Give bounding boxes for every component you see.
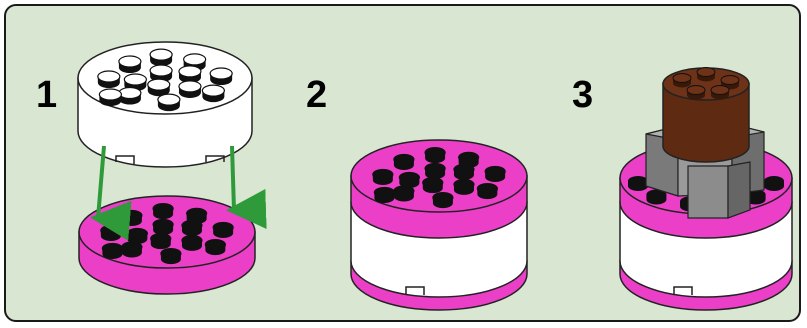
step1-magenta-plate: [79, 196, 255, 294]
step1-brick-stud-8: [119, 88, 141, 105]
step1-plate-stud-7: [182, 220, 202, 236]
step3-plate-stud-5: [764, 176, 784, 191]
step1-plate-stud-12: [161, 249, 181, 265]
instruction-panel: 1 2 3: [4, 4, 801, 322]
step1-brick-stud-1: [119, 56, 141, 73]
step2-plate-stud-4: [485, 167, 505, 183]
step1-plate-stud-9: [151, 234, 171, 250]
step1-brick-stud-10: [179, 81, 201, 98]
step2-plate-stud-1: [394, 155, 414, 171]
step2-plate-stud-13: [374, 188, 394, 204]
step2-plate-stud-12: [433, 193, 453, 209]
step1-brick-stud-12: [158, 94, 180, 111]
step2-assembly: [351, 140, 527, 310]
step2-plate-stud-8: [394, 186, 414, 202]
step2-plate-stud-2: [425, 148, 445, 164]
step1-plate-stud-10: [182, 235, 202, 251]
step1-brick-stud-13: [99, 89, 121, 106]
step1-plate-stud-6: [153, 220, 173, 236]
brown-round-brick: [663, 68, 749, 163]
step1-plate-stud-11: [205, 240, 225, 256]
green-arrow-right: [232, 146, 234, 210]
step2-plate-stud-9: [423, 178, 443, 194]
step2-plate-stud-11: [477, 184, 497, 200]
step1-plate-stud-1: [122, 211, 142, 226]
step1-brick-stud-4: [210, 68, 232, 85]
brown-brick-stud-3: [687, 86, 705, 100]
step1-brick-stud-0: [98, 71, 120, 88]
step2-plate-stud-7: [454, 164, 474, 180]
step1-plate-stud-0: [101, 226, 121, 242]
brown-brick-stud-1: [697, 68, 715, 82]
step1-brick-stud-11: [202, 85, 224, 102]
step1-plate-stud-4: [213, 223, 233, 239]
step1-plate-stud-8: [122, 242, 142, 257]
brown-brick-stud-4: [711, 86, 729, 100]
step1-plate-stud-13: [102, 244, 122, 260]
step1-plate-stud-2: [153, 204, 173, 220]
step2-plate-stud-10: [454, 179, 474, 195]
step2-plate-stud-0: [373, 170, 393, 186]
assembly-illustration: [6, 6, 801, 322]
brown-brick-stud-0: [673, 74, 691, 88]
step3-plate-stud-0: [628, 176, 648, 191]
step1-brick-stud-2: [150, 49, 172, 66]
step2-plate-stud-6: [425, 164, 445, 180]
step1-brick-stud-9: [148, 79, 170, 96]
